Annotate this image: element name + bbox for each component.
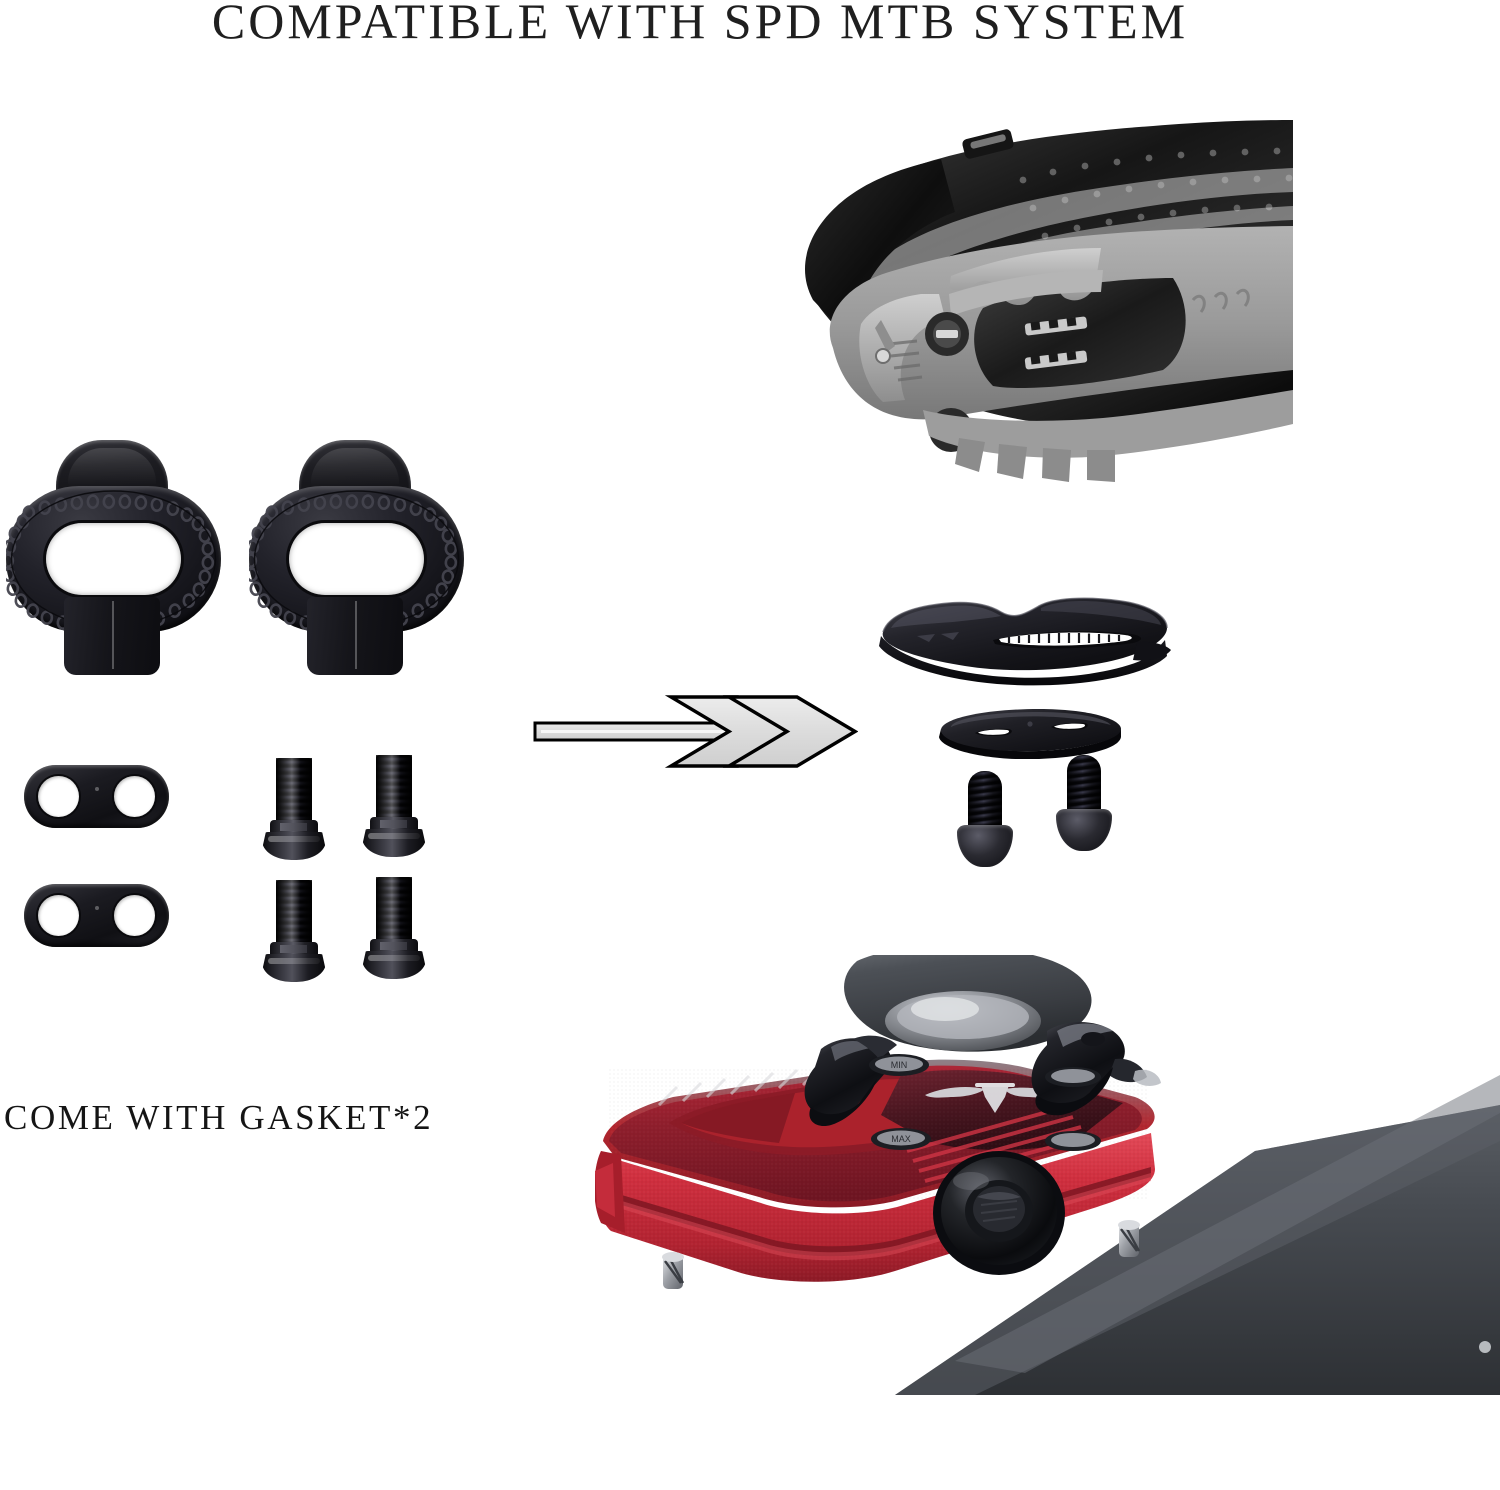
cleat-tail — [307, 597, 403, 675]
gasket-hole — [38, 895, 79, 936]
cleat-3d-perspective — [875, 592, 1175, 687]
cleat-slot — [289, 523, 424, 595]
traction-pin — [1118, 1220, 1141, 1257]
mounting-bolt-3 — [262, 880, 326, 984]
bolt-thread — [376, 877, 412, 943]
bolt-thread — [376, 755, 412, 821]
gasket-hole — [114, 776, 155, 817]
tension-adjuster: MAX — [871, 1128, 931, 1150]
tension-adjuster — [1045, 1067, 1101, 1087]
bolt-head — [957, 825, 1013, 867]
tension-adjuster — [1045, 1131, 1101, 1151]
spd-cleat-left — [6, 440, 221, 675]
pedal-illustration: MIN MAX — [595, 955, 1500, 1395]
brand-logo-icon — [925, 1083, 1063, 1113]
bolt-head — [362, 829, 426, 857]
shoe-sole-photo — [693, 108, 1293, 532]
cleat-tail — [64, 597, 160, 675]
tension-adjuster: MIN — [869, 1054, 929, 1076]
assembly-arrow-icon — [533, 683, 858, 780]
gasket-3d-perspective — [935, 705, 1125, 759]
mounting-bolt-2 — [362, 755, 426, 859]
bolt-thread — [968, 771, 1002, 829]
gasket-note: COME WITH GASKET*2 — [4, 1098, 434, 1137]
cleat-slot — [46, 523, 181, 595]
mounting-bolt-1 — [262, 758, 326, 862]
mounting-bolt-3d-1 — [957, 771, 1013, 869]
gasket-plate-1 — [24, 765, 169, 828]
bolt-head — [362, 951, 426, 979]
mounting-bolt-3d-2 — [1056, 755, 1112, 853]
bolt-head — [262, 954, 326, 982]
mounting-bolt-4 — [362, 877, 426, 981]
installed-cleat — [859, 248, 1103, 402]
bolt-head — [1056, 809, 1112, 851]
bolt-thread — [276, 758, 312, 824]
svg-text:MAX: MAX — [891, 1134, 911, 1144]
bolt-head — [262, 832, 326, 860]
page-title: COMPATIBLE WITH SPD MTB SYSTEM — [211, 0, 1189, 49]
pedal-clip-front — [804, 1035, 897, 1127]
gasket-plate-2 — [24, 884, 169, 947]
gasket-hole — [114, 895, 155, 936]
cleat-screw — [925, 312, 969, 356]
bolt-thread — [1067, 755, 1101, 813]
bolt-thread — [276, 880, 312, 946]
pedal-photo: MIN MAX — [595, 955, 1500, 1395]
traction-pin — [662, 1252, 685, 1289]
axle-end-cap — [933, 1151, 1065, 1275]
spd-cleat-right — [249, 440, 464, 675]
shoe-sole-illustration — [804, 120, 1293, 482]
gasket-hole — [38, 776, 79, 817]
svg-text:MIN: MIN — [891, 1060, 908, 1070]
